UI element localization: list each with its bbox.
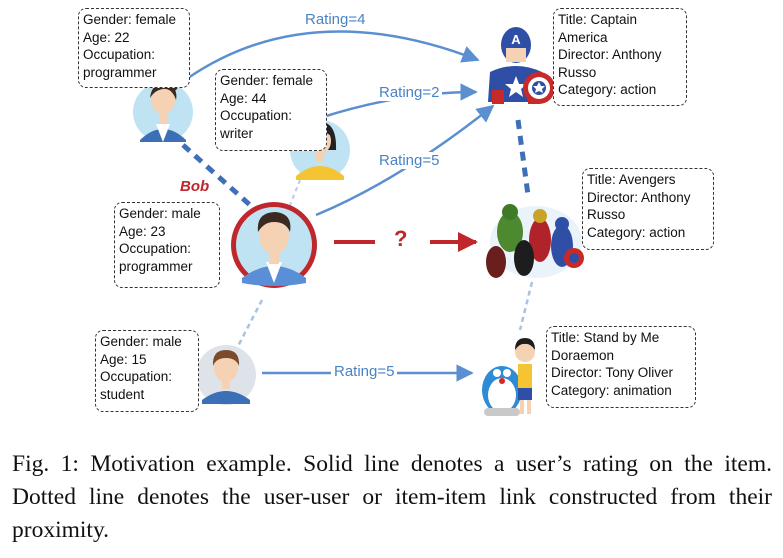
- user-info-bob: Gender: male Age: 23 Occupation: program…: [114, 202, 220, 288]
- rating-label-female-programmer-captain: Rating=4: [302, 11, 369, 28]
- prediction-question-mark: ?: [394, 226, 408, 251]
- bob-avatar: [231, 202, 317, 288]
- occupation-value: programmer: [119, 258, 193, 274]
- bob-name-label: Bob: [180, 178, 210, 195]
- item-line: Title: Avengers: [587, 172, 676, 187]
- occupation-label: Occupation:: [83, 47, 156, 62]
- user-info-student: Gender: male Age: 15 Occupation: student: [95, 330, 199, 412]
- rating-label-bob-captain: Rating=5: [376, 152, 443, 169]
- svg-text:A: A: [511, 32, 521, 47]
- occupation-label: Occupation:: [220, 108, 293, 123]
- rating-label-student-doraemon: Rating=5: [331, 363, 398, 380]
- item-line: Doraemon: [551, 347, 615, 363]
- occupation-value: programmer: [83, 64, 157, 80]
- captain-america-image: A: [488, 27, 555, 104]
- similarity-link-bob-student: [234, 299, 264, 351]
- age-field: Age: 44: [220, 90, 267, 106]
- item-line: Title: Captain: [558, 12, 638, 27]
- occupation-value: writer: [220, 125, 253, 141]
- rating-label-writer-captain: Rating=2: [376, 84, 443, 101]
- similarity-link-writer-bob: [289, 179, 301, 206]
- gender-field: Gender: male: [119, 206, 201, 221]
- item-line: Category: action: [587, 224, 686, 240]
- occupation-label: Occupation:: [119, 241, 192, 256]
- item-line: Director: Tony Oliver: [551, 365, 674, 380]
- item-line: Category: action: [558, 82, 657, 97]
- item-line: Title: Stand by Me: [551, 330, 660, 345]
- gender-field: Gender: female: [220, 73, 314, 88]
- item-info-avengers: Title: Avengers Director: Anthony Russo …: [582, 168, 714, 250]
- age-field: Age: 22: [83, 29, 130, 45]
- item-info-captain-america: Title: Captain America Director: Anthony…: [553, 8, 687, 106]
- item-line: Director: Anthony: [587, 189, 691, 205]
- user-info-female-programmer: Gender: female Age: 22 Occupation: progr…: [78, 8, 190, 88]
- item-line: Director: Anthony: [558, 47, 662, 62]
- rating-link-female-programmer-captain: [187, 30, 480, 80]
- occupation-value: student: [100, 386, 145, 402]
- age-field: Age: 23: [119, 223, 166, 239]
- gender-field: Gender: male: [100, 334, 182, 349]
- figure-caption: Fig. 1: Motivation example. Solid line d…: [12, 451, 772, 543]
- occupation-label: Occupation:: [100, 369, 173, 384]
- similarity-link-female-programmer-bob: [181, 143, 252, 207]
- rating-link-bob-captain: [315, 104, 495, 217]
- user-info-female-writer: Gender: female Age: 44 Occupation: write…: [215, 69, 327, 151]
- female-programmer-avatar: [133, 81, 193, 142]
- item-line: Russo: [558, 64, 597, 80]
- similarity-link-captain-avengers: [515, 119, 531, 196]
- item-line: America: [558, 29, 608, 45]
- item-line: Category: animation: [551, 382, 672, 398]
- stand-by-me-doraemon-image: [482, 338, 535, 416]
- student-avatar: [196, 345, 256, 405]
- avengers-image: [486, 204, 584, 278]
- item-info-stand-by-me: Title: Stand by Me Doraemon Director: To…: [546, 326, 696, 408]
- item-line: Russo: [587, 207, 626, 222]
- age-field: Age: 15: [100, 351, 147, 367]
- similarity-link-avengers-doraemon: [518, 281, 534, 331]
- motivation-diagram: A: [78, 8, 714, 416]
- gender-field: Gender: female: [83, 12, 177, 27]
